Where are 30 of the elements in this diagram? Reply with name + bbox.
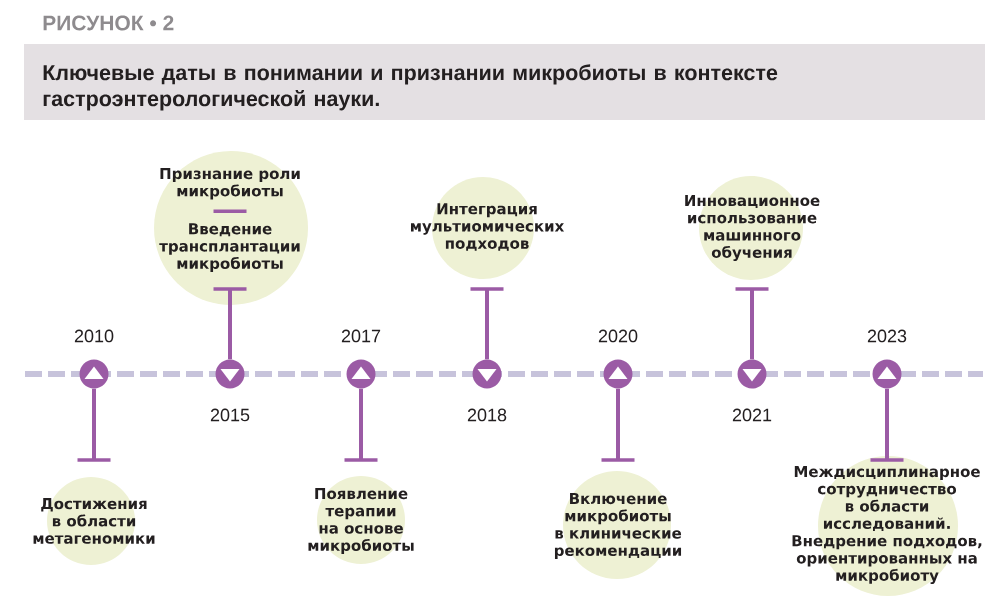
- milestone-bubble: Интеграция мультиомических подходов: [411, 177, 565, 279]
- timeline-marker: [215, 359, 245, 389]
- connector-stem: [470, 287, 504, 360]
- connector-stem: [77, 388, 111, 462]
- year-label: 2020: [598, 329, 638, 343]
- year-label: 2023: [867, 329, 907, 343]
- year-label: 2015: [210, 408, 250, 422]
- timeline-marker: [472, 359, 502, 389]
- year-label: 2010: [74, 329, 114, 343]
- connector-stem: [735, 287, 769, 360]
- connector-stem: [601, 388, 635, 462]
- timeline-marker: [603, 359, 633, 389]
- timeline-marker: [79, 359, 109, 389]
- milestone-bubble: Появление терапии на основе микробиоты: [308, 476, 414, 564]
- connector-stem: [213, 287, 247, 360]
- connector-stem: [344, 388, 378, 462]
- milestone-bubble: Междисциплинарное сотрудничество в области исследований. Внедрение подходов, ориентированных на микробиоту: [792, 456, 982, 596]
- caption-banner: Ключевые даты в понимании и признании микробиоты в контексте гастроэнтерологической науки.: [24, 44, 985, 120]
- year-label: 2021: [732, 408, 772, 422]
- connector-stem: [870, 388, 904, 462]
- milestone-bubble: Включение микробиоты в клинические рекомендации: [555, 471, 682, 579]
- milestone-bubble: Достижения в области метагеномики: [33, 477, 155, 565]
- timeline-marker: [346, 359, 376, 389]
- timeline-marker: [872, 359, 902, 389]
- year-label: 2018: [467, 408, 507, 422]
- milestone-bubble: Признание роли микробиоты Введение трансплантации микробиоты: [154, 151, 308, 305]
- year-label: 2017: [341, 329, 381, 343]
- milestone-bubble: Инновационное использование машинного обучения: [685, 176, 820, 280]
- timeline-marker: [737, 359, 767, 389]
- figure-heading: РИСУНОК • 2: [43, 15, 174, 31]
